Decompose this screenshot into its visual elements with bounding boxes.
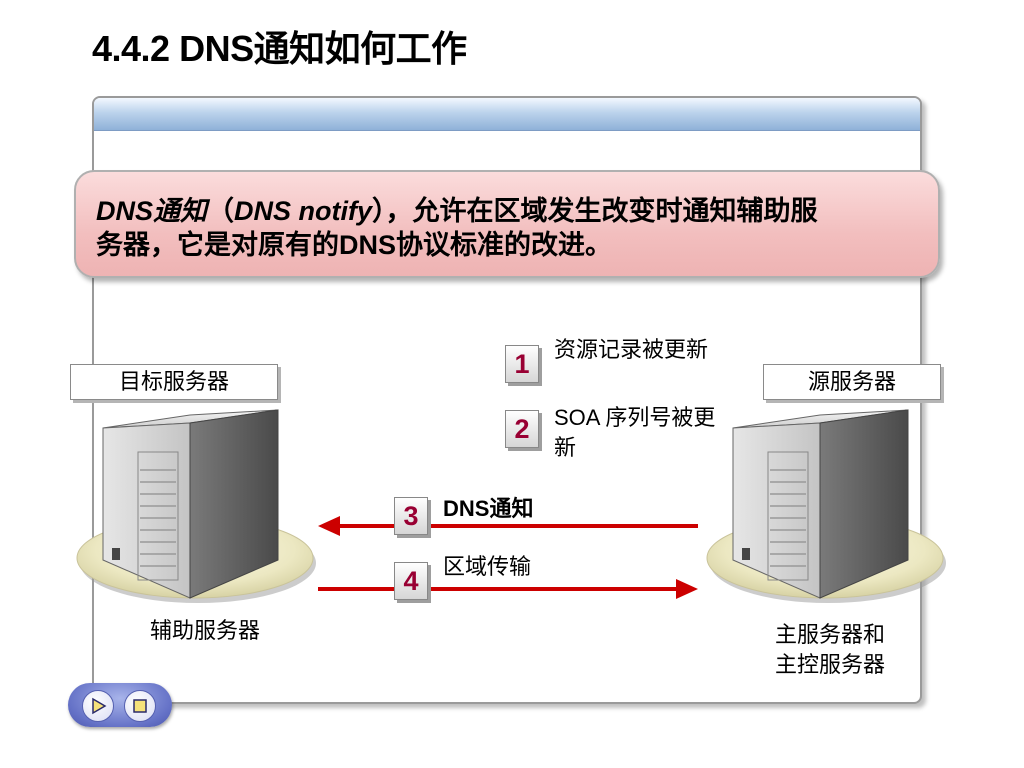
left-server-graphic <box>76 409 316 603</box>
zone-transfer-arrow <box>318 579 698 599</box>
step-2-text: SOA 序列号被更 新 <box>554 403 715 463</box>
play-icon <box>92 697 107 715</box>
step-3-number: 3 <box>394 497 428 535</box>
callout-term-en: DNS notify <box>234 196 373 226</box>
right-server-top-label: 源服务器 <box>763 364 941 400</box>
callout-line1-rest: 允许在区域发生改变时通知辅助服 <box>412 196 818 226</box>
right-server-bottom-label: 主服务器和 主控服务器 <box>740 620 920 680</box>
left-server-top-label: 目标服务器 <box>70 364 278 400</box>
step-3-text: DNS通知 <box>443 496 534 521</box>
left-server-bottom-label: 辅助服务器 <box>149 618 260 643</box>
callout-line-1: DNS通知（DNS notify），允许在区域发生改变时通知辅助服 <box>96 194 918 228</box>
stop-button[interactable] <box>124 690 156 722</box>
step-4-text: 区域传输 <box>443 554 532 579</box>
right-server-bottom-label-line2: 主控服务器 <box>774 652 885 677</box>
step-2-text-line1: SOA 序列号被更 <box>554 405 716 430</box>
step-1-number: 1 <box>505 345 539 383</box>
panel-header-bar <box>94 98 920 131</box>
callout-close-paren: ）， <box>372 196 413 226</box>
right-server-bottom-label-line1: 主服务器和 <box>774 622 885 647</box>
slide-title: 4.4.2 DNS通知如何工作 <box>92 28 467 69</box>
slide-nav-control <box>68 683 172 727</box>
callout-line-2: 务器，它是对原有的DNS协议标准的改进。 <box>96 230 613 260</box>
step-1-text: 资源记录被更新 <box>554 337 709 362</box>
definition-callout: DNS通知（DNS notify），允许在区域发生改变时通知辅助服 务器，它是对… <box>74 170 940 278</box>
step-2-text-line2: 新 <box>554 435 577 460</box>
step-2-number: 2 <box>505 410 539 448</box>
callout-open-paren: （ <box>207 196 235 226</box>
callout-term: DNS通知 <box>96 196 208 226</box>
stop-icon <box>133 699 147 713</box>
right-server-graphic <box>706 409 946 603</box>
play-button[interactable] <box>82 690 114 722</box>
step-4-number: 4 <box>394 562 428 600</box>
